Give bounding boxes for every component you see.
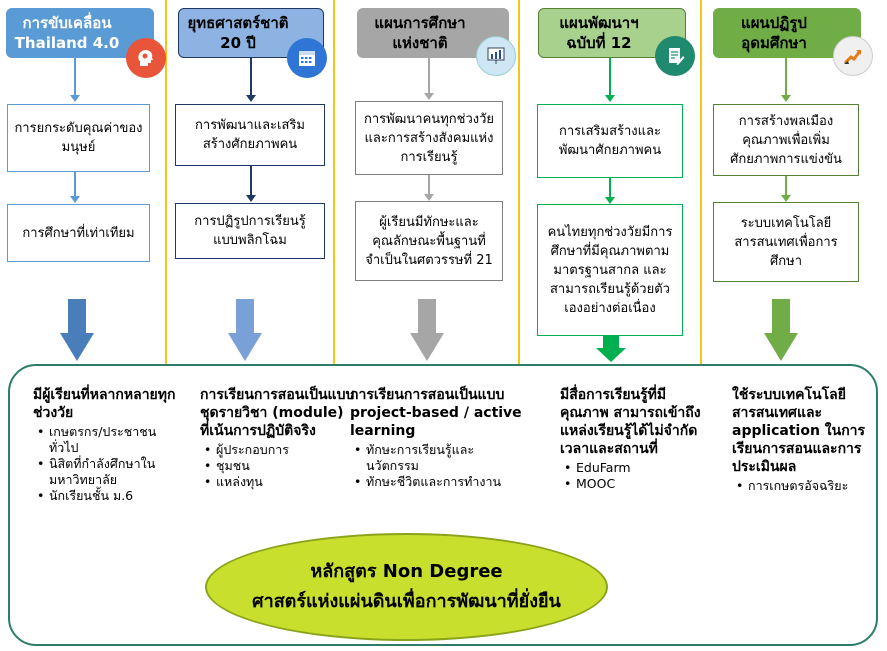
rising-arrow-icon: [833, 36, 873, 76]
down-arrow: [410, 299, 444, 361]
down-arrow: [596, 336, 626, 362]
outcome-module-learning: การเรียนการสอนเป็นแบบชุดรายวิชา (module)…: [200, 386, 355, 490]
down-arrow: [60, 299, 94, 361]
box-21st-century-skills: ผู้เรียนมีทักษะและคุณลักษณะพื้นฐานที่จำเ…: [355, 201, 503, 281]
box-lifelong-learning: การพัฒนาคนทุกช่วงวัยและการสร้างสังคมแห่ง…: [355, 101, 503, 175]
list-item: ผู้ประกอบการ: [204, 442, 355, 458]
list-item: นักเรียนชั้น ม.6: [37, 488, 178, 504]
chart-board-icon: [476, 36, 516, 76]
list-item: แหล่งทุน: [204, 474, 355, 490]
divider-line: [518, 0, 520, 367]
box-equal-education: การศึกษาที่เท่าเทียม: [7, 204, 150, 262]
list-item: EduFarm: [564, 460, 710, 476]
document-pen-icon: [655, 36, 695, 76]
list-item: ทักษะชีวิตและการทำงาน: [354, 474, 525, 490]
outcome-project-based: การเรียนการสอนเป็นแบบ project-based / ac…: [350, 386, 525, 490]
box-learning-reform: การปฏิรูปการเรียนรู้แบบพลิกโฉม: [175, 203, 325, 259]
list-item: เกษตรกร/ประชาชนทั่วไป: [37, 424, 178, 456]
list-item: ทักษะการเรียนรู้และนวัตกรรม: [354, 442, 525, 474]
list-item: ชุมชน: [204, 458, 355, 474]
list-item: นิสิตที่กำลังศึกษาในมหาวิทยาลัย: [37, 456, 178, 488]
box-quality-citizens: การสร้างพลเมืองคุณภาพเพื่อเพิ่มศักยภาพกา…: [713, 104, 859, 176]
divider-line: [700, 0, 702, 367]
box-develop-people: การพัฒนาและเสริมสร้างศักยภาพคน: [175, 104, 325, 166]
down-arrow: [228, 299, 262, 361]
calendar-icon: [287, 38, 327, 78]
curriculum-subtitle: ศาสตร์แห่งแผ่นดินเพื่อการพัฒนาที่ยั่งยืน: [252, 591, 561, 612]
list-item: การเกษตรอัจฉริยะ: [736, 478, 867, 494]
non-degree-curriculum: หลักสูตร Non Degree ศาสตร์แห่งแผ่นดินเพื…: [205, 533, 608, 641]
header-development-plan-12: แผนพัฒนาฯฉบับที่ 12: [538, 8, 686, 58]
header-national-strategy: ยุทธศาสตร์ชาติ20 ปี: [178, 8, 324, 58]
outcome-diverse-learners: มีผู้เรียนที่หลากหลายทุกช่วงวัย เกษตรกร/…: [33, 386, 178, 504]
outcome-it-application: ใช้ระบบเทคโนโลยีสารสนเทศและ application …: [732, 386, 867, 494]
curriculum-title: หลักสูตร Non Degree: [310, 561, 503, 582]
outcome-learning-media: มีสื่อการเรียนรู้ที่มีคุณภาพ สามารถเข้าถ…: [560, 386, 710, 492]
box-enhance-potential: การเสริมสร้างและพัฒนาศักยภาพคน: [537, 104, 683, 178]
divider-line: [165, 0, 167, 367]
box-human-value: การยกระดับคุณค่าของมนุษย์: [7, 104, 150, 172]
head-gear-icon: [126, 38, 166, 78]
list-item: MOOC: [564, 476, 710, 492]
box-education-it: ระบบเทคโนโลยีสารสนเทศเพื่อการศึกษา: [713, 202, 859, 282]
down-arrow: [764, 299, 798, 361]
divider-line: [333, 0, 335, 367]
box-quality-education: คนไทยทุกช่วงวัยมีการศึกษาที่มีคุณภาพตามม…: [537, 204, 683, 336]
